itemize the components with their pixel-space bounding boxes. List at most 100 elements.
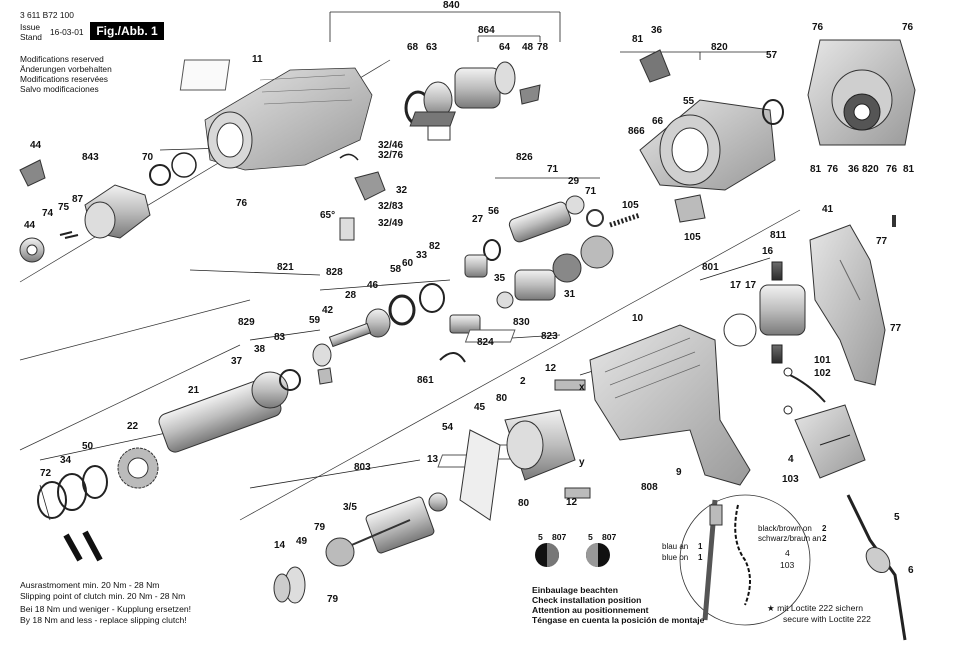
clutch-note-4: By 18 Nm and less - replace slipping clu… [20,615,187,625]
wiring-blau-an: blau an [662,542,689,551]
part-label-p21: 21 [188,385,200,396]
part-label-p75: 75 [58,202,70,213]
part-label-p105a: 105 [622,200,639,211]
part-label-p76c: 76 [827,164,839,175]
part-label-p4: 4 [788,454,794,465]
selector-switch-part [339,153,386,241]
figure-label: Fig./Abb. 1 [90,22,164,40]
part-label-p60: 60 [402,258,414,269]
part-label-p58: 58 [390,264,402,275]
part-label-p76d: 76 [886,164,898,175]
hammer-tube-part [37,369,301,562]
install-left-5: 5 [538,532,543,542]
issue-label: Issue [20,22,41,32]
part-label-p12b: 12 [566,497,578,508]
part-label-p78: 78 [537,42,549,53]
modifications-line-1: Modifications reserved [20,54,104,64]
bearing-group-part [404,61,541,141]
loctite-note-1: ★ mit Loctite 222 sichern [767,603,864,613]
loctite-note-2: secure with Loctite 222 [783,614,871,624]
install-left-807: 807 [552,532,567,542]
wire-number-1b: 1 [698,553,703,562]
part-label-p44: 44 [30,140,42,151]
part-label-p824: 824 [477,337,494,348]
part-label-p35: 35 [494,273,506,284]
leader-lines [39,11,771,521]
install-note-3: Attention au positionnement [532,605,649,615]
part-label-p102: 102 [814,368,831,379]
handle-part [809,215,896,386]
part-label-p31: 31 [564,289,576,300]
part-label-p2: 2 [520,376,526,387]
part-label-p32_46: 32/46 [378,140,403,151]
part-label-p823: 823 [541,331,558,342]
part-label-p76e: 76 [236,198,248,209]
part-label-p29: 29 [568,176,580,187]
armature-part [273,492,448,604]
stator-part [459,379,591,521]
part-label-p803: 803 [354,462,371,473]
clutch-note-1: Ausrastmoment min. 20 Nm - 28 Nm [20,580,160,590]
piston-group-part [312,283,481,385]
wire-number-2b: 2 [822,534,827,543]
part-label-p81b: 81 [810,164,822,175]
part-label-p3_5: 3/5 [343,502,357,513]
switch-part [794,404,907,641]
part-label-p74: 74 [42,208,54,219]
part-label-p32_83: 32/83 [378,201,403,212]
part-label-p68: 68 [407,42,419,53]
gear-casing-part [609,49,784,228]
part-label-p32_49: 32/49 [378,218,403,229]
part-label-p5: 5 [894,512,900,523]
part-label-p16: 16 [762,246,774,257]
clutch-gear-part [496,235,614,309]
wiring-blue-on: blue on [662,553,689,562]
wiring-detail [679,494,811,626]
part-label-p28: 28 [345,290,357,301]
part-label-p801: 801 [702,262,719,273]
part-label-p70: 70 [142,152,154,163]
part-label-p105b: 105 [684,232,701,243]
part-label-p81c: 81 [903,164,915,175]
part-label-p79b: 79 [327,594,339,605]
part-label-p45: 45 [474,402,486,413]
part-label-p38: 38 [254,344,266,355]
part-label-p821: 821 [277,262,294,273]
part-label-p861: 861 [417,375,434,386]
tool-holder-part [19,152,197,263]
part-label-p830: 830 [513,317,530,328]
part-label-p44b: 44 [24,220,36,231]
part-label-p77b: 77 [890,323,902,334]
part-label-p50: 50 [82,441,94,452]
part-label-p48: 48 [522,42,534,53]
part-label-p32_76: 32/76 [378,150,403,161]
part-label-p9: 9 [676,467,682,478]
part-label-p71b: 71 [585,186,597,197]
part-label-p10: 10 [632,313,644,324]
part-label-p808: 808 [641,482,658,493]
flange-part [807,39,916,146]
install-position-markers [535,543,610,567]
part-label-p33: 33 [416,250,428,261]
part-label-p17b: 17 [745,280,757,291]
part-label-p66: 66 [652,116,664,127]
part-label-p46: 46 [367,280,379,291]
part-label-p36: 36 [651,25,663,36]
part-label-px: x [579,382,585,393]
part-label-p57: 57 [766,50,778,61]
part-label-p76a: 76 [812,22,824,33]
part-label-p811: 811 [770,230,787,241]
wiring-schwarz-braun: schwarz/braun an [758,534,822,543]
wire-number-2a: 2 [822,524,827,533]
part-label-p36b: 36 [848,164,860,175]
wiring-black-brown: black/brown on [758,524,812,533]
intermediate-shaft-part [464,195,604,278]
part-label-p27: 27 [472,214,484,225]
wire-number-1a: 1 [698,542,703,551]
part-label-p826: 826 [516,152,533,163]
part-label-p840: 840 [443,0,460,11]
install-note-2: Check installation position [532,595,642,605]
part-label-p82: 82 [429,241,441,252]
modifications-line-2: Änderungen vorbehalten [20,64,112,74]
